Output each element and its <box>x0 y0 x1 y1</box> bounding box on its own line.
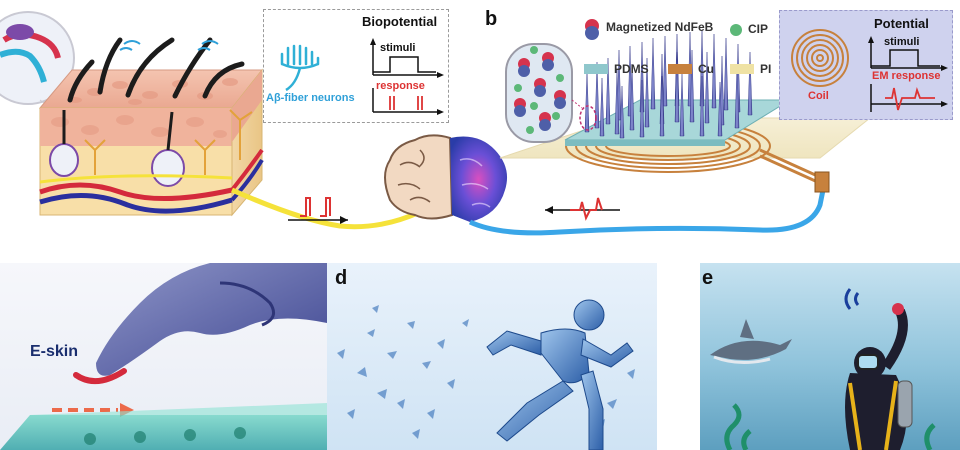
row-divider <box>0 245 960 263</box>
neuron-label: Aβ-fiber neurons <box>266 92 355 104</box>
legend-swatches <box>584 19 754 74</box>
panel-letter-e: e <box>702 267 714 289</box>
panel-c-art <box>0 263 327 450</box>
potential-response-label: EM response <box>872 70 941 82</box>
brain <box>384 134 508 222</box>
zoom-circle <box>0 11 75 116</box>
panel-letter-d: d <box>335 267 348 289</box>
particle-capsule <box>505 43 597 143</box>
panel-e: e <box>700 263 960 450</box>
panel-d-art <box>337 299 635 450</box>
legend-pi-label: PI <box>760 62 772 76</box>
panel-c: E-skin <box>0 263 327 450</box>
legend-cu-label: Cu <box>698 62 714 76</box>
legend-cip-label: CIP <box>748 22 769 36</box>
panel-e-art <box>710 288 936 450</box>
legend-magnet-label: Magnetized NdFeB <box>606 20 714 34</box>
biopotential-response-label: response <box>376 80 425 92</box>
biopotential-stimuli-label: stimuli <box>380 42 416 54</box>
biopotential-title: Biopotential <box>362 14 438 29</box>
top-panel: Biopotential stimuli response Aβ-fiber n… <box>0 8 953 236</box>
panel-letter-b: b <box>485 8 498 30</box>
potential-stimuli-label: stimuli <box>884 36 920 48</box>
spike-array <box>584 29 753 139</box>
potential-title: Potential <box>874 16 929 31</box>
diver <box>845 303 913 450</box>
legend-pdms-label: PDMS <box>614 62 649 76</box>
shark <box>710 319 792 364</box>
eskin-label: E-skin <box>30 343 79 360</box>
panel-d: d <box>327 263 657 450</box>
coil-label: Coil <box>808 90 829 102</box>
